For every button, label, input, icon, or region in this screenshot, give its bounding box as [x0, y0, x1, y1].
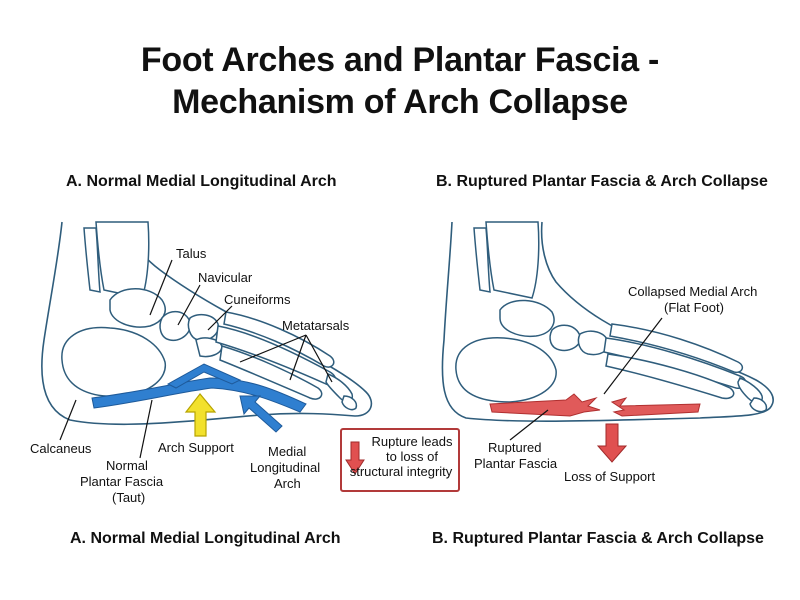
calcaneus-leader	[59, 399, 77, 441]
note-line-3: structural integrity	[349, 464, 453, 479]
metatarsal-bone-3	[223, 311, 335, 368]
fibula-bone	[83, 227, 101, 293]
ruptured-fascia-right	[610, 397, 701, 417]
collapsed-cuneiform-bone	[577, 330, 609, 356]
label-cuneiforms: Cuneiforms	[224, 292, 291, 307]
collapsed-foot-skin-outline	[441, 221, 774, 422]
label-talus: Talus	[176, 246, 207, 261]
loss-of-support-arrow	[596, 423, 628, 463]
talus-bone	[109, 288, 166, 328]
cuneiforms-leader	[207, 305, 233, 331]
label-loss-of-support: Loss of Support	[564, 469, 655, 484]
collapsed-talus-bone	[499, 299, 555, 338]
collapsed-metatarsal-bone-3	[609, 323, 744, 374]
navicular-leader	[177, 284, 201, 326]
collapsed-fibula-bone	[473, 227, 491, 293]
panel-b-heading-top: B. Ruptured Plantar Fascia & Arch Collap…	[436, 173, 768, 190]
note-line-2: to loss of	[385, 449, 439, 464]
fascia-leader	[139, 399, 153, 459]
arch-support-arrow	[184, 393, 217, 437]
label-navicular: Navicular	[198, 270, 253, 285]
label-collapsed-arch-line-1: Collapsed Medial Arch	[628, 284, 757, 299]
label-collapsed-arch-line-2: (Flat Foot)	[664, 300, 724, 315]
normal-foot	[41, 221, 373, 459]
tibia-bone	[95, 221, 150, 299]
panel-a-heading-top: A. Normal Medial Longitudinal Arch	[66, 173, 337, 190]
collapsed-tibia-bone	[485, 221, 540, 299]
normal-foot-skin-outline	[41, 221, 373, 426]
label-arch-line-2: Longitudinal	[250, 460, 320, 475]
label-metatarsals: Metatarsals	[282, 318, 350, 333]
collapsed-navicular-bone	[549, 324, 581, 352]
label-fascia-line-1: Normal	[106, 458, 148, 473]
label-ruptured-line-1: Ruptured	[488, 440, 541, 455]
note-line-1: Rupture leads	[371, 434, 453, 449]
label-fascia-line-2: Plantar Fascia	[80, 474, 164, 489]
metatarsals-leader-3	[305, 334, 333, 383]
phalanx-bone-2	[341, 395, 358, 411]
page-title-line-1: Foot Arches and Plantar Fascia -	[140, 41, 660, 79]
label-arch-line-1: Medial	[268, 444, 306, 459]
navicular-bone	[159, 310, 191, 342]
ruptured-fascia-left	[489, 393, 601, 417]
label-calcaneus: Calcaneus	[30, 441, 92, 456]
metatarsals-leader-2	[289, 334, 307, 381]
medial-arch-arrow	[239, 395, 283, 433]
calcaneus-bone	[61, 326, 166, 397]
rupture-note-text: Rupture leads to loss of structural inte…	[350, 434, 460, 479]
label-ruptured-line-2: Plantar Fascia	[474, 456, 558, 471]
metatarsals-leader-1	[239, 334, 307, 363]
rupture-note-box: Rupture leads to loss of structural inte…	[340, 428, 460, 492]
collapsed-calcaneus-bone	[455, 337, 557, 403]
panel-a-heading-bottom: A. Normal Medial Longitudinal Arch	[70, 530, 341, 547]
normal-plantar-fascia-branch	[166, 363, 242, 389]
collapsed-metatarsal-bone-2	[605, 353, 735, 400]
label-arch-support: Arch Support	[158, 440, 234, 455]
talus-leader	[149, 259, 173, 316]
collapsed-foot	[441, 221, 774, 463]
panel-b-heading-bottom: B. Ruptured Plantar Fascia & Arch Collap…	[432, 530, 764, 547]
label-fascia-line-3: (Taut)	[112, 490, 145, 505]
ruptured-fascia-leader	[509, 409, 549, 441]
cuneiform-bone-1	[187, 313, 219, 342]
note-down-arrow-icon	[345, 441, 365, 475]
collapsed-arch-leader	[603, 317, 663, 395]
label-arch-line-3: Arch	[274, 476, 301, 491]
page-title-line-2: Mechanism of Arch Collapse	[172, 83, 628, 121]
collapsed-phalanx-bone-2	[749, 397, 768, 413]
